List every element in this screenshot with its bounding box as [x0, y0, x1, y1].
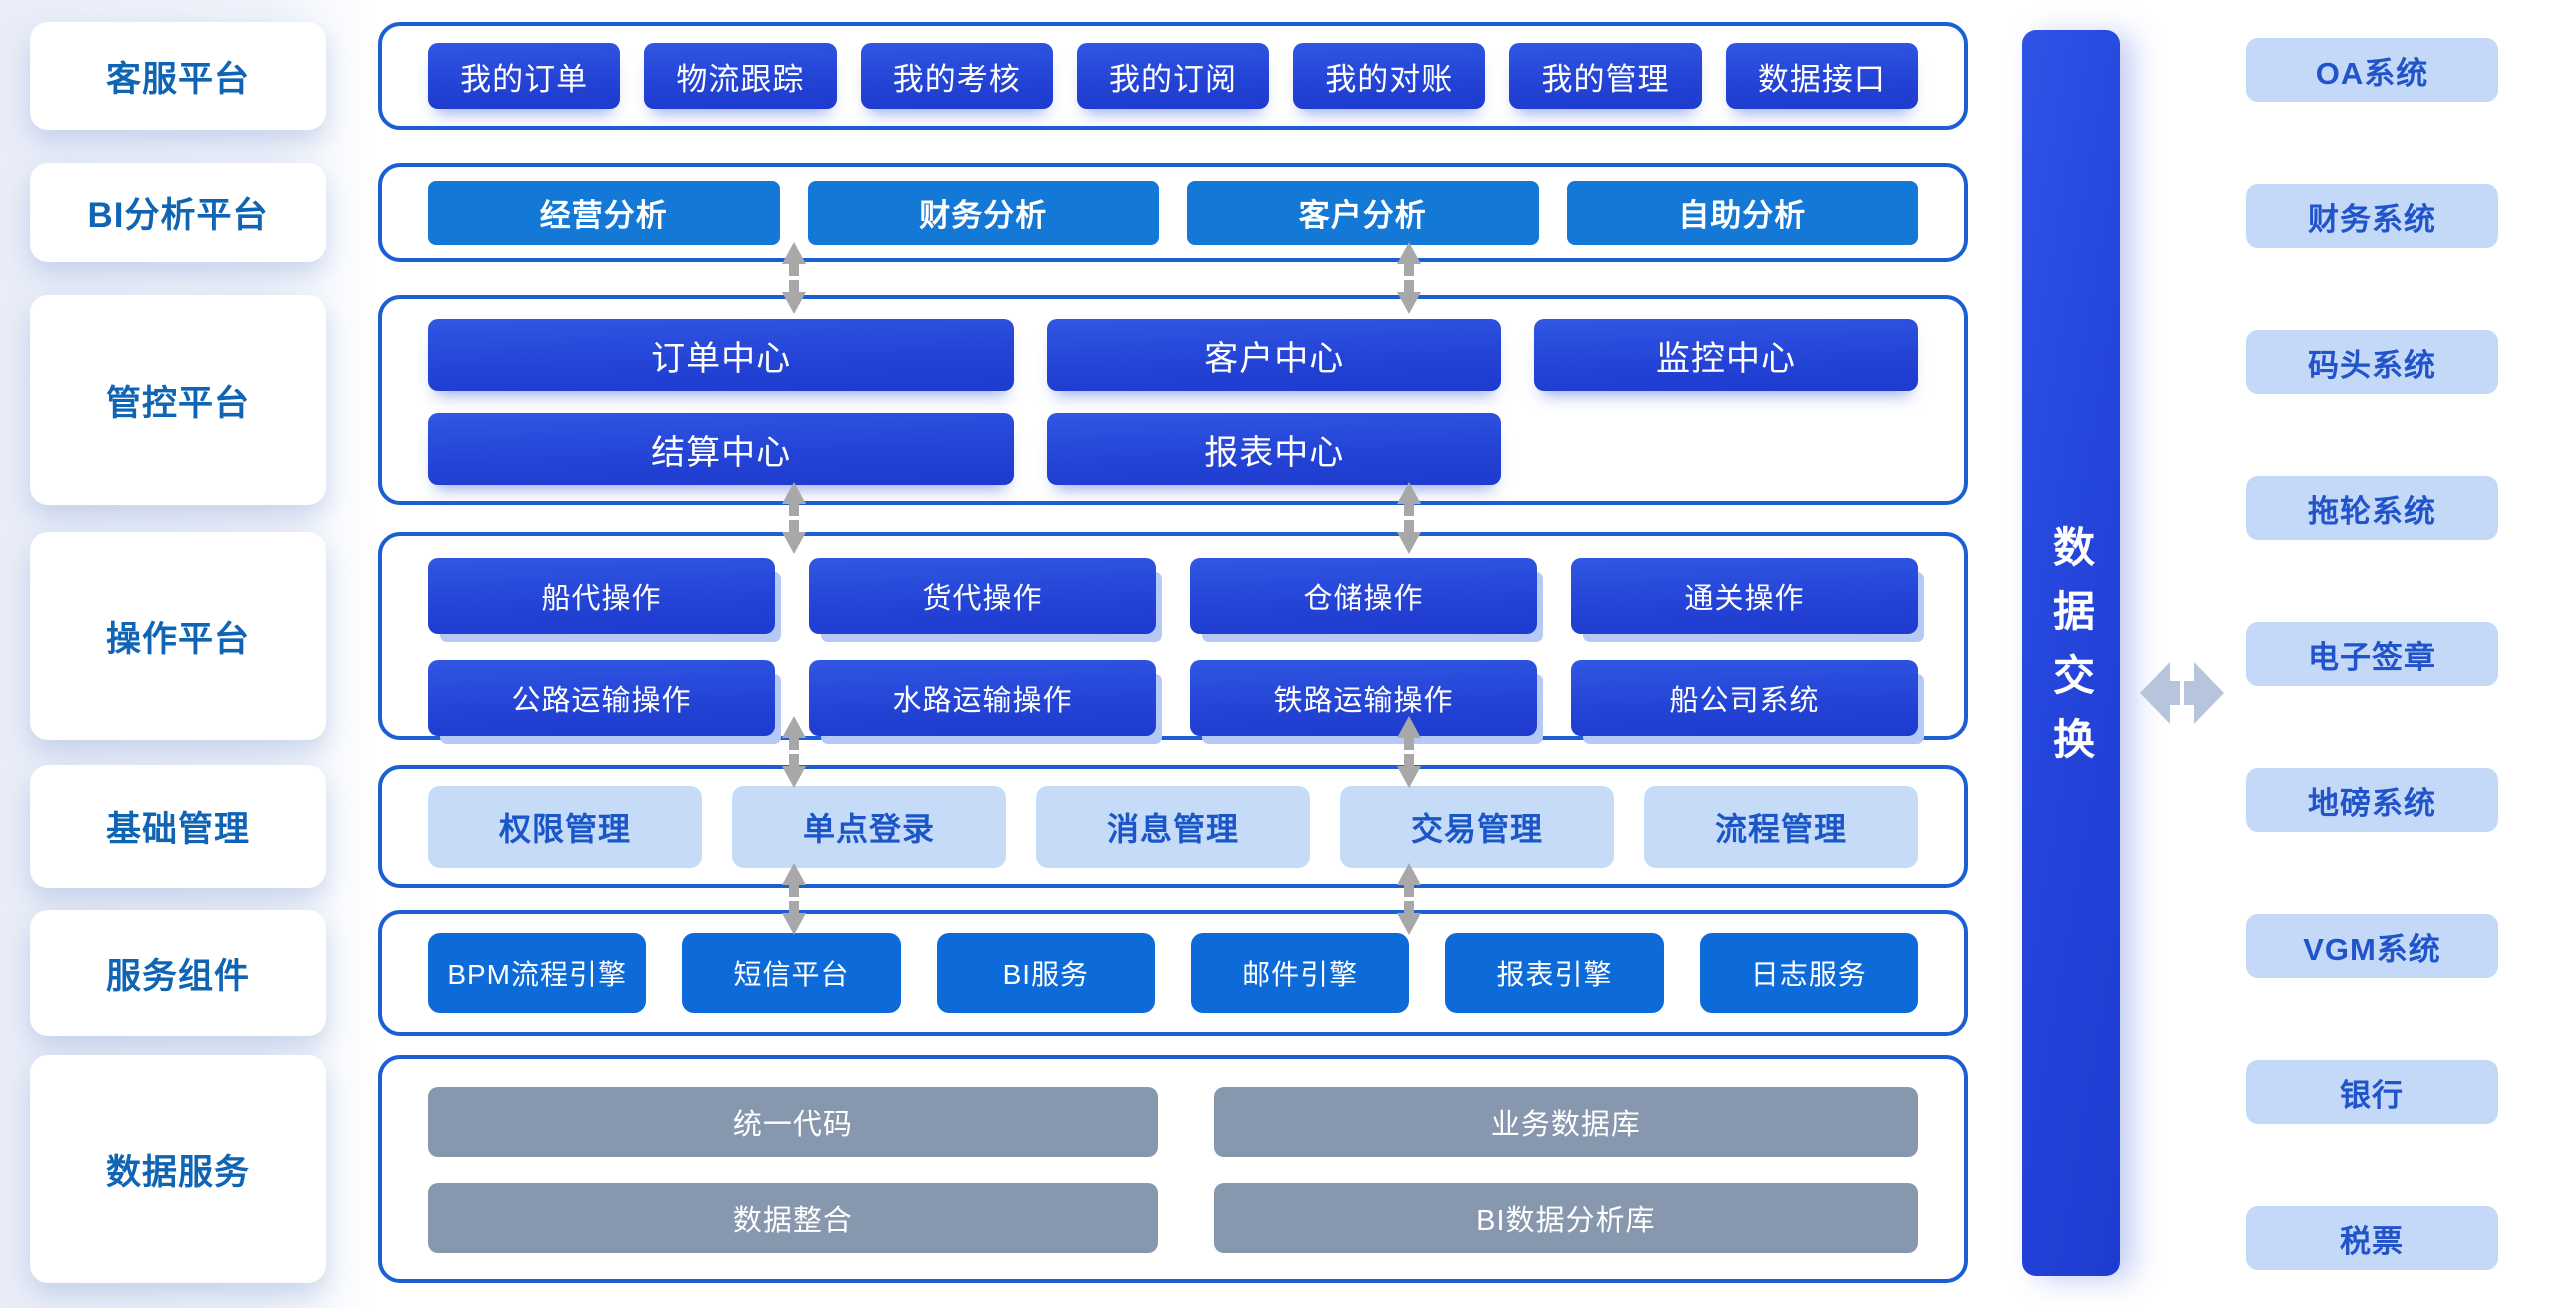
external-system-finance[interactable]: 财务系统 [2246, 184, 2498, 248]
bi-analysis-panel: 经营分析 财务分析 客户分析 自助分析 [378, 163, 1968, 262]
module-financial-analysis[interactable]: 财务分析 [807, 180, 1159, 245]
control-panel-empty-cell [1534, 413, 1918, 485]
module-my-subscription[interactable]: 我的订阅 [1076, 43, 1270, 109]
module-log-service[interactable]: 日志服务 [1699, 933, 1918, 1013]
module-mail-engine[interactable]: 邮件引擎 [1190, 933, 1410, 1013]
module-bpm-engine[interactable]: BPM流程引擎 [428, 933, 647, 1013]
module-freight-forwarding-ops[interactable]: 货代操作 [809, 558, 1156, 634]
flow-arrow-icon [782, 482, 806, 554]
module-bi-service[interactable]: BI服务 [936, 933, 1155, 1013]
module-my-management[interactable]: 我的管理 [1509, 43, 1702, 109]
external-systems: OA系统 财务系统 码头系统 拖轮系统 电子签章 地磅系统 VGM系统 银行 税… [2246, 38, 2498, 1270]
module-permission-management[interactable]: 权限管理 [428, 785, 702, 868]
exchange-arrow-icon [2140, 662, 2224, 724]
module-transaction-management[interactable]: 交易管理 [1340, 785, 1614, 868]
module-warehouse-ops[interactable]: 仓储操作 [1190, 558, 1537, 634]
external-system-weighbridge[interactable]: 地磅系统 [2246, 768, 2498, 832]
platform-sidebar: 客服平台 BI分析平台 管控平台 操作平台 基础管理 服务组件 数据服务 [30, 22, 326, 1283]
external-system-vgm[interactable]: VGM系统 [2246, 914, 2498, 978]
module-data-integration[interactable]: 数据整合 [428, 1183, 1158, 1253]
module-sms-platform[interactable]: 短信平台 [682, 933, 901, 1013]
sidebar-item-service-components[interactable]: 服务组件 [30, 910, 326, 1036]
module-my-reconciliation[interactable]: 我的对账 [1293, 43, 1486, 109]
module-order-center[interactable]: 订单中心 [428, 319, 1015, 391]
external-system-terminal[interactable]: 码头系统 [2246, 330, 2498, 394]
module-bi-analysis-database[interactable]: BI数据分析库 [1213, 1183, 1918, 1253]
sidebar-item-customer-service-platform[interactable]: 客服平台 [30, 22, 326, 130]
module-ship-agency-ops[interactable]: 船代操作 [428, 558, 775, 634]
data-exchange-bar[interactable]: 数据交换 [2022, 30, 2120, 1276]
flow-arrow-icon [1397, 716, 1421, 788]
external-system-tugboat[interactable]: 拖轮系统 [2246, 476, 2498, 540]
sidebar-item-operation-platform[interactable]: 操作平台 [30, 532, 326, 740]
flow-arrow-icon [1397, 863, 1421, 935]
module-customer-center[interactable]: 客户中心 [1047, 319, 1502, 391]
flow-arrow-icon [1397, 482, 1421, 554]
sidebar-item-data-service[interactable]: 数据服务 [30, 1055, 326, 1283]
basic-management-panel: 权限管理 单点登录 消息管理 交易管理 流程管理 [378, 765, 1968, 888]
module-report-center[interactable]: 报表中心 [1047, 413, 1502, 485]
module-settlement-center[interactable]: 结算中心 [428, 413, 1015, 485]
flow-arrow-icon [1397, 242, 1421, 314]
module-self-service-analysis[interactable]: 自助分析 [1566, 180, 1918, 245]
module-rail-transport-ops[interactable]: 铁路运输操作 [1190, 660, 1537, 736]
flow-arrow-icon [782, 863, 806, 935]
control-panel: 订单中心 客户中心 监控中心 结算中心 报表中心 [378, 295, 1968, 505]
module-business-database[interactable]: 业务数据库 [1213, 1087, 1918, 1157]
module-unified-code[interactable]: 统一代码 [428, 1087, 1158, 1157]
customer-service-panel: 我的订单 物流跟踪 我的考核 我的订阅 我的对账 我的管理 数据接口 [378, 22, 1968, 130]
sidebar-item-control-platform[interactable]: 管控平台 [30, 295, 326, 505]
external-system-bank[interactable]: 银行 [2246, 1060, 2498, 1124]
sidebar-item-bi-analysis-platform[interactable]: BI分析平台 [30, 163, 326, 262]
module-data-interface[interactable]: 数据接口 [1725, 43, 1918, 109]
module-my-assessment[interactable]: 我的考核 [860, 43, 1053, 109]
flow-arrow-icon [782, 716, 806, 788]
module-shipping-company-system[interactable]: 船公司系统 [1571, 660, 1918, 736]
module-monitoring-center[interactable]: 监控中心 [1534, 319, 1918, 391]
module-process-management[interactable]: 流程管理 [1644, 785, 1918, 868]
external-system-tax-invoice[interactable]: 税票 [2246, 1206, 2498, 1270]
module-customer-analysis[interactable]: 客户分析 [1187, 180, 1539, 245]
module-water-transport-ops[interactable]: 水路运输操作 [809, 660, 1156, 736]
flow-arrow-icon [782, 242, 806, 314]
service-components-panel: BPM流程引擎 短信平台 BI服务 邮件引擎 报表引擎 日志服务 [378, 910, 1968, 1036]
external-system-oa[interactable]: OA系统 [2246, 38, 2498, 102]
module-customs-ops[interactable]: 通关操作 [1571, 558, 1918, 634]
module-business-analysis[interactable]: 经营分析 [428, 180, 780, 245]
module-road-transport-ops[interactable]: 公路运输操作 [428, 660, 775, 736]
module-message-management[interactable]: 消息管理 [1036, 785, 1310, 868]
data-exchange-label: 数据交换 [2047, 525, 2095, 781]
module-logistics-tracking[interactable]: 物流跟踪 [644, 43, 837, 109]
modules-area: 我的订单 物流跟踪 我的考核 我的订阅 我的对账 我的管理 数据接口 经营分析 … [378, 22, 1968, 1283]
external-system-e-signature[interactable]: 电子签章 [2246, 622, 2498, 686]
operation-panel: 船代操作 货代操作 仓储操作 通关操作 公路运输操作 水路运输操作 铁路运输操作… [378, 532, 1968, 740]
data-service-panel: 统一代码 业务数据库 数据整合 BI数据分析库 [378, 1055, 1968, 1283]
sidebar-item-basic-management[interactable]: 基础管理 [30, 765, 326, 888]
module-single-sign-on[interactable]: 单点登录 [732, 785, 1006, 868]
module-my-orders[interactable]: 我的订单 [428, 43, 621, 109]
module-report-engine[interactable]: 报表引擎 [1445, 933, 1664, 1013]
